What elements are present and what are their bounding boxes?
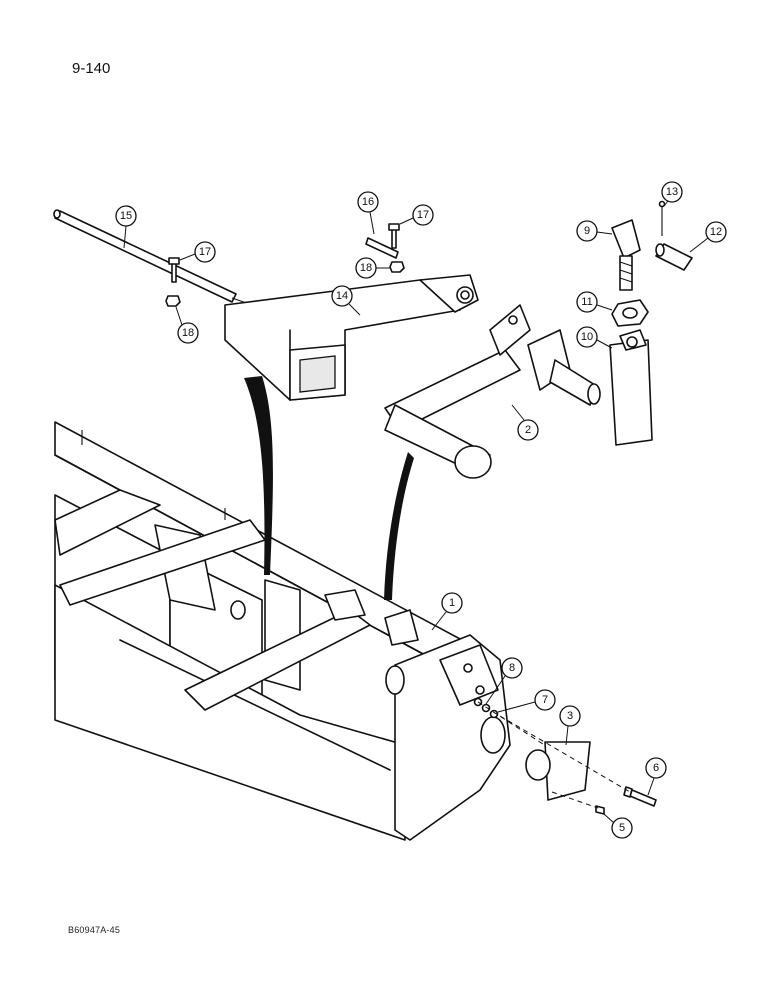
svg-text:2: 2 bbox=[525, 424, 531, 436]
callout-6: 6 bbox=[645, 757, 667, 779]
bolt-arm bbox=[365, 223, 405, 273]
svg-text:15: 15 bbox=[120, 210, 132, 222]
svg-text:14: 14 bbox=[336, 290, 348, 302]
svg-text:9: 9 bbox=[584, 225, 590, 237]
svg-text:17: 17 bbox=[417, 209, 429, 221]
callout-11: 11 bbox=[576, 291, 598, 313]
hex-nut bbox=[611, 299, 649, 327]
callout-18-right: 18 bbox=[355, 257, 377, 279]
callout-17-left: 17 bbox=[194, 241, 216, 263]
svg-text:18: 18 bbox=[360, 262, 372, 274]
callout-3: 3 bbox=[559, 705, 581, 727]
page-number: 9-140 bbox=[72, 60, 111, 77]
sleeve bbox=[609, 329, 653, 446]
callout-7: 7 bbox=[534, 689, 556, 711]
bolt-right bbox=[623, 786, 657, 807]
svg-text:11: 11 bbox=[581, 296, 592, 308]
svg-text:5: 5 bbox=[619, 822, 625, 834]
hook-bolt bbox=[611, 219, 641, 291]
callout-8: 8 bbox=[501, 657, 523, 679]
callout-2: 2 bbox=[517, 419, 539, 441]
callout-14: 14 bbox=[331, 285, 353, 307]
connector-band-right bbox=[384, 452, 414, 600]
svg-text:8: 8 bbox=[509, 662, 515, 674]
pin bbox=[655, 243, 693, 271]
svg-text:18: 18 bbox=[182, 327, 194, 339]
arm-tube bbox=[224, 274, 479, 401]
svg-text:1: 1 bbox=[449, 597, 455, 609]
callout-10: 10 bbox=[576, 326, 598, 348]
svg-text:12: 12 bbox=[710, 226, 722, 238]
callout-1: 1 bbox=[441, 592, 463, 614]
callout-18-left: 18 bbox=[177, 322, 199, 344]
cotter-pin bbox=[658, 200, 666, 236]
callout-17-right: 17 bbox=[412, 204, 434, 226]
svg-text:10: 10 bbox=[581, 331, 593, 343]
svg-text:13: 13 bbox=[666, 186, 678, 198]
crank-pivot bbox=[384, 304, 601, 479]
svg-text:17: 17 bbox=[199, 246, 211, 258]
callout-9: 9 bbox=[576, 220, 598, 242]
callout-13: 13 bbox=[661, 181, 683, 203]
svg-text:6: 6 bbox=[653, 762, 659, 774]
callout-12: 12 bbox=[705, 221, 727, 243]
nut-left bbox=[165, 295, 181, 307]
bolt-left bbox=[168, 257, 180, 283]
callout-16: 16 bbox=[357, 191, 379, 213]
svg-text:16: 16 bbox=[362, 196, 374, 208]
figure-code: B60947A-45 bbox=[68, 925, 121, 935]
callout-15: 15 bbox=[115, 205, 137, 227]
callout-5: 5 bbox=[611, 817, 633, 839]
svg-text:3: 3 bbox=[567, 710, 573, 722]
connector-band-left bbox=[244, 376, 273, 575]
main-frame bbox=[54, 421, 511, 841]
bracket bbox=[525, 741, 591, 801]
svg-text:7: 7 bbox=[542, 694, 548, 706]
